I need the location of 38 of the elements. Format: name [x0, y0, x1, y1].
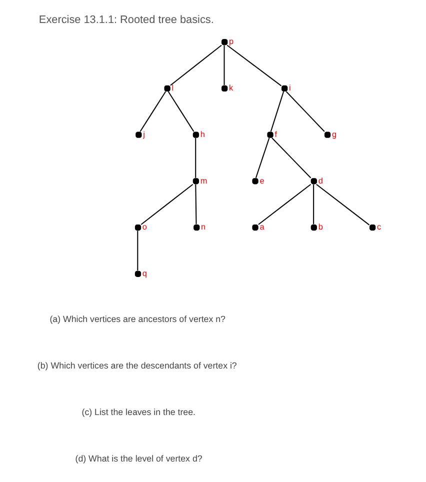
node-circle [310, 178, 317, 184]
connector [270, 90, 284, 132]
connector [168, 90, 194, 132]
connector [195, 137, 196, 178]
node-circle [164, 84, 170, 91]
connector [140, 90, 166, 132]
node-circle [324, 131, 331, 138]
node-circle [369, 224, 376, 230]
node-circle [134, 270, 142, 276]
node-circle [136, 131, 142, 138]
node-circle [194, 224, 200, 230]
node-circle [134, 224, 142, 230]
node-circle [252, 178, 258, 184]
connector [316, 183, 370, 225]
connector [272, 137, 312, 178]
connector [137, 230, 138, 270]
connector [286, 90, 325, 132]
connector [313, 184, 314, 224]
node-circle [192, 131, 200, 138]
node-circle [267, 131, 274, 138]
label: (b) Which vertices are the descendants of vertex i? [37, 360, 237, 370]
connector [258, 183, 312, 224]
label: (d) What is the level of vertex d? [75, 452, 202, 463]
node-circle [222, 38, 228, 45]
node-circle [282, 84, 288, 91]
diagram-title: Exercise 13.1.1: Rooted tree basics. [38, 14, 214, 26]
connector [140, 183, 194, 224]
node-circle [252, 224, 258, 230]
node-circle [222, 84, 228, 91]
connector [170, 44, 222, 86]
label: (a) Which vertices are ancestors of vertex n? [50, 314, 226, 324]
node-circle [310, 224, 317, 230]
connector [195, 184, 197, 224]
label: (c) List the leaves in the tree. [82, 406, 196, 416]
connector [226, 44, 282, 86]
connector [255, 137, 270, 178]
connector [224, 44, 225, 85]
node-circle [192, 178, 200, 184]
